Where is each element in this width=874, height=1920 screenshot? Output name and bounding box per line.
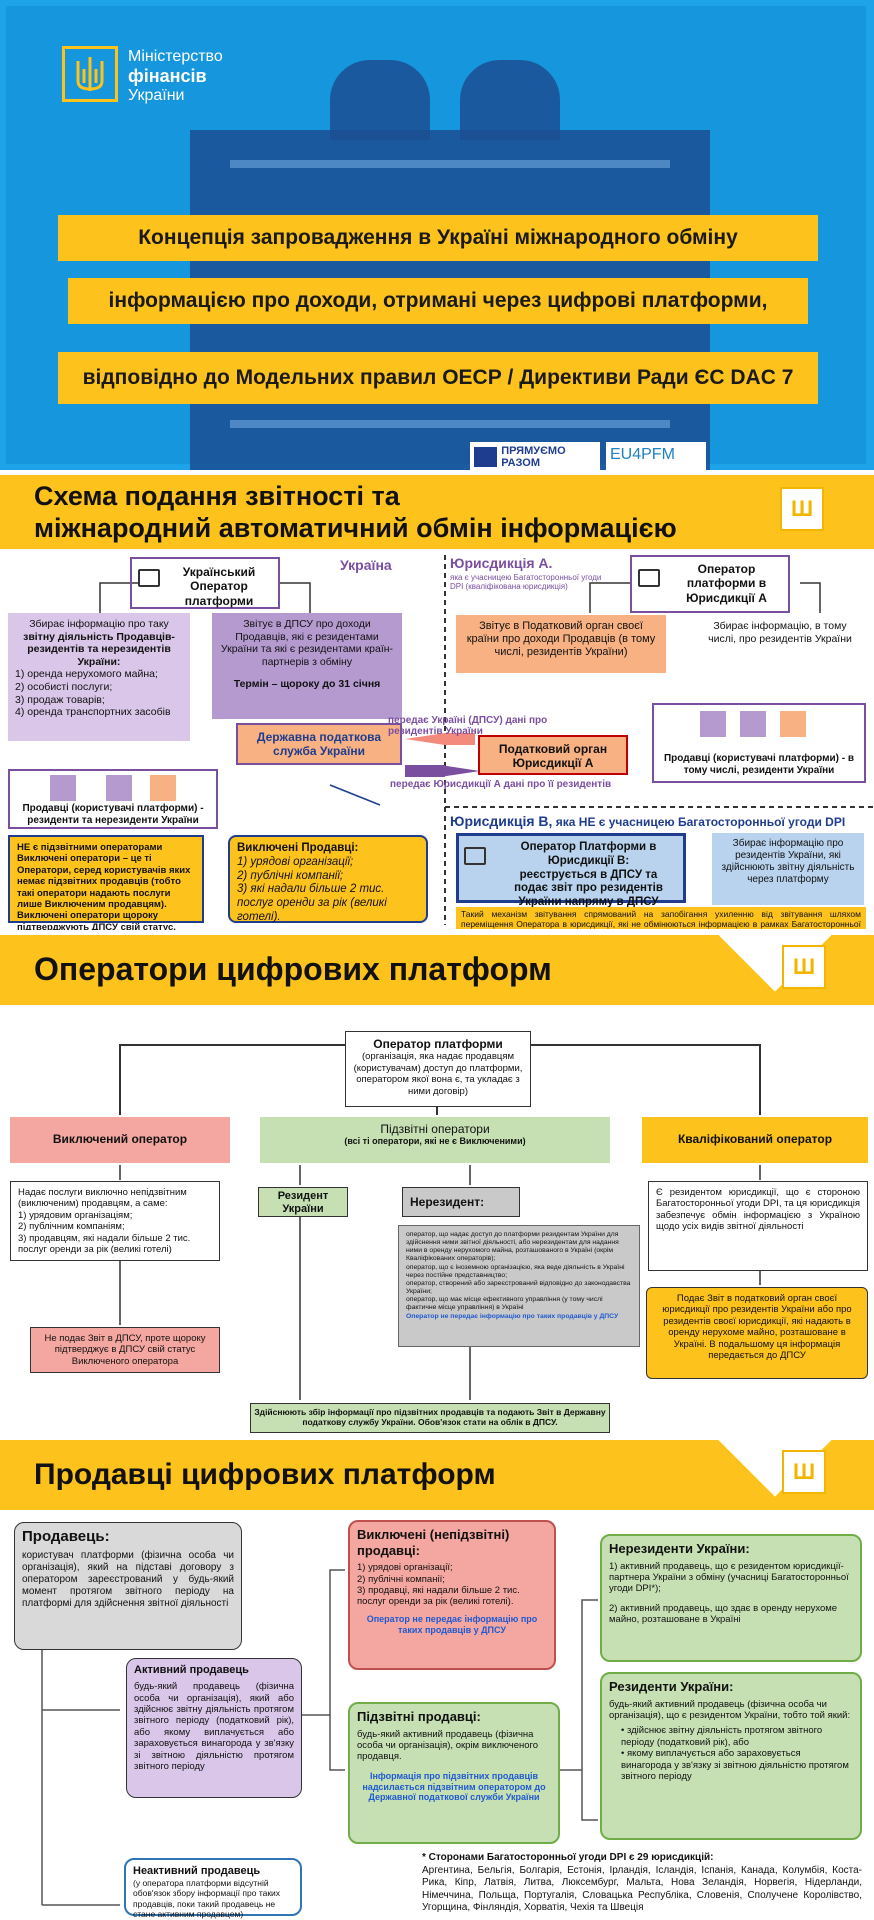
- passes-to-ukraine-label: передає Україні (ДПСУ) дані про резидент…: [388, 715, 548, 737]
- operator-b-box: Оператор Платформи в Юрисдикції В: реєст…: [456, 833, 686, 908]
- trident-icon: Ш: [782, 945, 826, 989]
- excluded-operator-note: Не подає Звіт в ДПСУ, проте щороку підтв…: [30, 1327, 220, 1373]
- trident-icon: [62, 46, 118, 102]
- header-band: Схема подання звітності та міжнародний а…: [0, 475, 874, 549]
- title-slide: Міністерство фінансів України Концепція …: [0, 0, 874, 470]
- qualified-operator-header: Кваліфікований оператор: [642, 1117, 868, 1163]
- qualified-operator-box: Є резидентом юрисдикції, що є стороною Б…: [648, 1181, 868, 1271]
- sellers-slide: Продавці цифрових платформ Ш Продавець: …: [0, 1440, 874, 1920]
- trident-icon: Ш: [782, 1450, 826, 1494]
- title-line-3: відповідно до Модельних правил ОЕСР / Ди…: [58, 352, 818, 404]
- sellers-a-box: Продавці (користувачі платформи) - в том…: [652, 703, 866, 783]
- reportable-operators-header: Підзвітні оператори (всі ті оператори, я…: [260, 1117, 610, 1163]
- person-icon: [740, 711, 766, 737]
- slide-title-line1: Схема подання звітності та: [34, 481, 400, 511]
- eu-flag-icon: [474, 447, 498, 467]
- reporting-scheme-slide: Схема подання звітності та міжнародний а…: [0, 475, 874, 930]
- laptop-icon: [464, 847, 486, 865]
- reports-a-box: Звітує в Податковий орган своєї країни п…: [456, 615, 666, 673]
- operator-definition-box: Оператор платформи (організація, яка над…: [345, 1031, 531, 1107]
- person-icon: [700, 711, 726, 737]
- excluded-operator-box: Надає послуги виключно непідзвітним (вик…: [10, 1181, 220, 1261]
- header-band: Продавці цифрових платформ: [0, 1440, 874, 1510]
- tax-authority-a-box: Податковий орган Юрисдикції А: [478, 735, 628, 775]
- excluded-operator-header: Виключений оператор: [10, 1117, 230, 1163]
- slide-title: Оператори цифрових платформ: [34, 951, 552, 987]
- person-icon: [50, 775, 76, 801]
- reportable-duty-box: Здійснюють збір інформації про підзвітни…: [250, 1403, 610, 1433]
- active-seller-box: Активний продавець будь-який продавець (…: [126, 1658, 302, 1798]
- dpi-footnote: * Сторонами Багатосторонньої угоди DPI є…: [422, 1852, 862, 1913]
- slide-title: Продавці цифрових платформ: [34, 1458, 496, 1491]
- laptop-icon: [138, 569, 160, 587]
- seller-definition-box: Продавець: користувач платформи (фізична…: [14, 1522, 242, 1650]
- person-icon: [150, 775, 176, 801]
- person-icon: [106, 775, 132, 801]
- resident-sellers-box: Резиденти України: будь-який активний пр…: [600, 1672, 862, 1840]
- nonresident-sellers-box: Нерезиденти України: 1) активний продаве…: [600, 1534, 862, 1662]
- logo-eu4pfm: EU4PFM: [606, 442, 706, 470]
- ministry-name: Міністерство фінансів України: [128, 48, 223, 105]
- nonresident-details: оператор, що надає доступ до платформи р…: [398, 1225, 640, 1347]
- ua-sellers-box: Продавці (користувачі платформи) - резид…: [8, 769, 218, 829]
- ua-collects-box: Збирає інформацію про таку звітну діяльн…: [8, 613, 190, 741]
- collects-b-box: Збирає інформацію про резидентів України…: [712, 833, 864, 905]
- slide-title-line2: міжнародний автоматичний обмін інформаці…: [34, 513, 677, 543]
- jurisdiction-b-label: Юрисдикція В, яка НЕ є учасницею Багатос…: [450, 813, 846, 829]
- excluded-operators-box: НЕ є підзвітними операторами Виключені о…: [8, 835, 204, 930]
- collects-a-box: Збирає інформацію, в тому числі, про рез…: [694, 615, 866, 675]
- excluded-sellers-box: Виключені Продавці: 1) урядові організац…: [228, 835, 428, 923]
- title-line-2: інформацією про доходи, отримані через ц…: [68, 278, 808, 324]
- passes-to-a-label: передає Юрисдикції А дані про її резиден…: [390, 779, 612, 790]
- ua-reports-box: Звітує в ДПСУ про доходи Продавців, які …: [212, 613, 402, 719]
- ukrainian-operator-box: Український Оператор платформи: [130, 557, 280, 609]
- inactive-seller-box: Неактивний продавець (у оператора платфо…: [124, 1858, 302, 1919]
- nonresident-box: Нерезидент:: [402, 1187, 520, 1217]
- qualified-operator-note: Подає Звіт в податковий орган своєї юрис…: [646, 1287, 868, 1379]
- excluded-sellers-box: Виключені (непідзвітні) продавці: 1) уря…: [348, 1520, 556, 1670]
- person-icon: [780, 711, 806, 737]
- header-band: Оператори цифрових платформ: [0, 935, 874, 1005]
- operator-a-box: Оператор платформи в Юрисдикції А: [630, 555, 790, 613]
- reportable-sellers-box: Підзвітні продавці: будь-який активний п…: [348, 1702, 560, 1844]
- title-line-1: Концепція запровадження в Україні міжнар…: [58, 215, 818, 261]
- logo-pryamuyemo: ПРЯМУЄМО РАЗОМ: [470, 442, 600, 470]
- jurisdiction-a-sub: яка є учасницею Багатосторонньої угоди D…: [450, 573, 602, 591]
- resident-box: Резидент України: [258, 1187, 348, 1217]
- trident-icon: Ш: [780, 487, 824, 531]
- mechanism-note: Такий механізм звітування спрямований на…: [456, 907, 866, 930]
- dpsu-box: Державна податкова служба України: [236, 723, 402, 765]
- operators-slide: Оператори цифрових платформ Ш Оператор п…: [0, 935, 874, 1435]
- ukraine-label: Україна: [340, 557, 392, 573]
- jurisdiction-a-label: Юрисдикція А.: [450, 555, 553, 571]
- laptop-icon: [638, 569, 660, 587]
